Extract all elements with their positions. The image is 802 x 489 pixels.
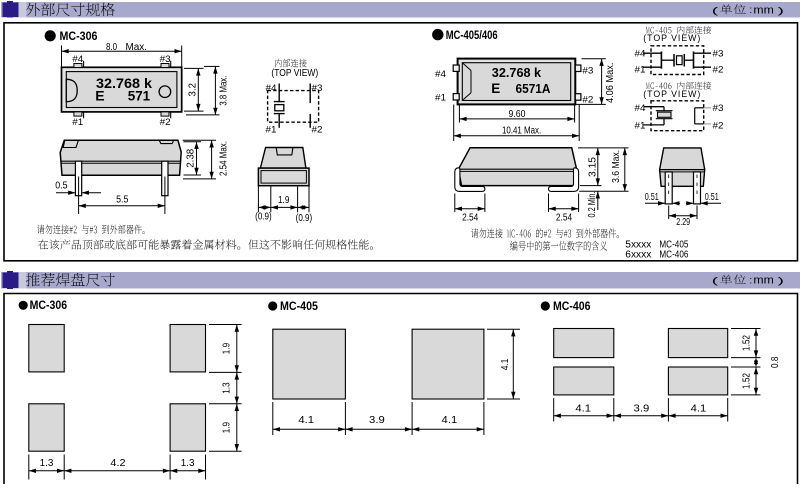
svg-text:2.54: 2.54 [556, 213, 573, 224]
svg-text:9.60: 9.60 [509, 109, 526, 120]
svg-text::: : [749, 5, 752, 16]
svg-text:571: 571 [128, 88, 151, 104]
svg-text:4.1: 4.1 [442, 415, 458, 426]
svg-text:4.1: 4.1 [691, 404, 707, 415]
svg-text:mm: mm [753, 275, 773, 287]
svg-text:MC-405: MC-405 [659, 240, 688, 251]
svg-text:): ) [778, 5, 784, 16]
svg-text:(: ( [712, 5, 720, 16]
svg-text:(: ( [712, 276, 720, 287]
svg-text:3.9: 3.9 [369, 415, 385, 426]
svg-text::: : [749, 275, 752, 286]
svg-text:0.8: 0.8 [770, 356, 781, 368]
svg-text:#2: #2 [582, 94, 593, 105]
svg-text:5xxxx: 5xxxx [625, 240, 651, 251]
svg-text:#1: #1 [266, 125, 277, 136]
svg-text:1.52: 1.52 [742, 373, 753, 389]
svg-text:#2: #2 [713, 120, 724, 131]
svg-text:E: E [95, 88, 104, 104]
svg-text:(TOP VIEW): (TOP VIEW) [643, 33, 700, 43]
svg-text:#3: #3 [713, 103, 724, 114]
svg-text:1.3: 1.3 [181, 458, 195, 469]
svg-text:1.9: 1.9 [222, 342, 233, 354]
svg-text:2.54 Max.: 2.54 Max. [219, 141, 230, 176]
svg-text:0.5: 0.5 [55, 181, 68, 192]
svg-text:MC-406: MC-406 [659, 250, 688, 261]
svg-text:(TOP VIEW): (TOP VIEW) [643, 89, 700, 99]
svg-text:MC-406: MC-406 [553, 301, 591, 313]
svg-text:6xxxx: 6xxxx [625, 250, 651, 261]
svg-text:1.9: 1.9 [222, 422, 233, 434]
svg-text:32.768 k: 32.768 k [492, 66, 541, 80]
svg-text:3.2: 3.2 [188, 83, 199, 97]
svg-text:#1: #1 [635, 64, 646, 75]
svg-text:#2: #2 [160, 117, 171, 128]
svg-text:2.54: 2.54 [462, 213, 479, 224]
svg-text:#4: #4 [635, 103, 646, 114]
svg-text:1.52: 1.52 [742, 335, 753, 351]
svg-text:#2: #2 [312, 125, 323, 136]
svg-text:MC-306: MC-306 [60, 29, 98, 43]
svg-text:#4: #4 [635, 48, 646, 59]
svg-text:#1: #1 [635, 120, 646, 131]
svg-text:6571A: 6571A [516, 82, 551, 96]
svg-text:#3: #3 [582, 66, 593, 77]
svg-text:3.8 Max.: 3.8 Max. [219, 76, 230, 106]
svg-text:#4: #4 [435, 69, 446, 80]
svg-text:32.768 k: 32.768 k [96, 75, 152, 91]
svg-text:Max.: Max. [126, 42, 148, 53]
svg-text:#4: #4 [72, 54, 83, 65]
svg-text:E: E [491, 81, 500, 96]
svg-text:#3: #3 [312, 83, 323, 94]
svg-text:1.9: 1.9 [278, 195, 290, 206]
svg-text:8.0: 8.0 [106, 42, 117, 53]
svg-text:5.5: 5.5 [116, 195, 129, 206]
svg-text:1.3: 1.3 [222, 382, 233, 394]
svg-text:MC-405/406: MC-405/406 [446, 28, 498, 42]
svg-text:4.2: 4.2 [110, 458, 126, 469]
svg-text:4.06 Max.: 4.06 Max. [605, 63, 616, 104]
svg-text:0.51: 0.51 [705, 192, 719, 203]
svg-text:2.38: 2.38 [185, 148, 196, 167]
svg-text:3.9: 3.9 [634, 404, 650, 415]
svg-text:#1: #1 [435, 92, 446, 103]
svg-text:0.2 Min.: 0.2 Min. [587, 192, 598, 218]
svg-text:#4: #4 [266, 83, 277, 94]
svg-text:0.51: 0.51 [645, 192, 659, 203]
svg-text:MC-405: MC-405 [280, 301, 319, 313]
svg-text:(0.9): (0.9) [296, 213, 313, 224]
svg-text:#1: #1 [72, 117, 83, 128]
svg-text:(0.9): (0.9) [255, 212, 272, 223]
svg-text:MC-306: MC-306 [30, 300, 68, 312]
svg-text:#3: #3 [160, 54, 171, 65]
svg-text:4.1: 4.1 [575, 404, 591, 415]
svg-text:10.41 Max.: 10.41 Max. [502, 125, 541, 136]
svg-text:3.15: 3.15 [588, 157, 599, 177]
svg-text:2.29: 2.29 [676, 217, 690, 228]
svg-text:4.1: 4.1 [298, 415, 314, 426]
svg-text:3.6 Max.: 3.6 Max. [611, 150, 622, 183]
svg-text:(TOP VIEW): (TOP VIEW) [271, 68, 318, 79]
svg-text:mm: mm [753, 4, 773, 16]
svg-text:): ) [778, 276, 784, 287]
svg-text:1.3: 1.3 [40, 458, 54, 469]
svg-text:4.1: 4.1 [500, 358, 511, 370]
svg-text:#3: #3 [713, 48, 724, 59]
svg-text:#2: #2 [713, 64, 724, 75]
